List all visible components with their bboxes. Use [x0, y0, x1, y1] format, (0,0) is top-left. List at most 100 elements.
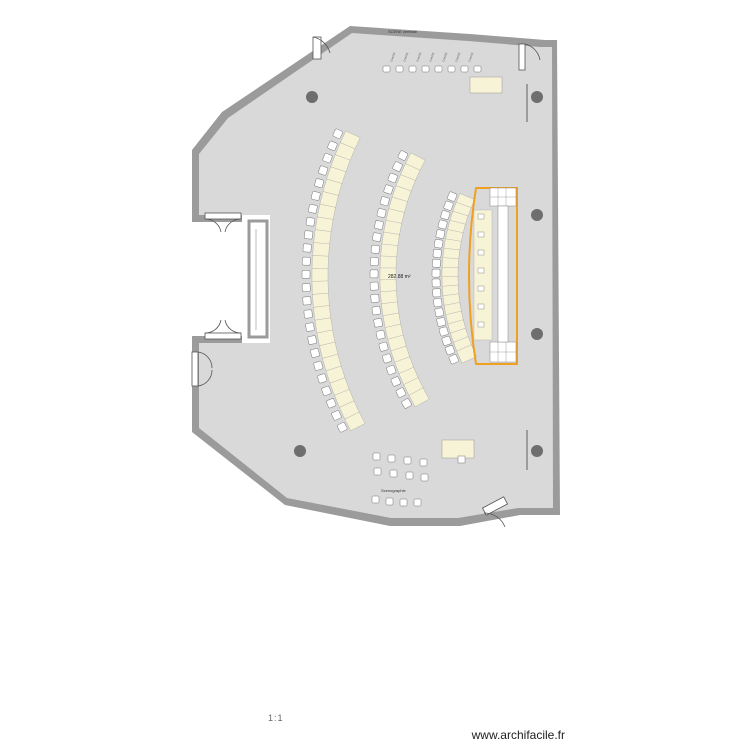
chair-icon	[301, 270, 311, 279]
chair-icon	[386, 365, 397, 376]
table-icon	[313, 229, 332, 245]
table-icon	[312, 242, 330, 258]
chair-icon	[443, 200, 454, 211]
door-icon[interactable]	[204, 212, 242, 233]
chair-icon	[434, 307, 444, 317]
chair-icon	[379, 196, 390, 207]
chair-icon	[305, 322, 315, 332]
chair-icon	[369, 281, 379, 291]
chair-icon	[337, 422, 348, 433]
chair-icon	[440, 210, 451, 220]
chair-icon	[436, 317, 446, 327]
bottom-stage-group: Scenographie	[371, 439, 475, 507]
table-icon	[408, 387, 430, 408]
door-icon[interactable]	[518, 43, 541, 71]
chair-icon	[437, 219, 448, 230]
stage-label-top: SCENE centrale	[388, 29, 418, 34]
chair-icon	[397, 150, 408, 161]
chair-icon	[302, 243, 312, 253]
chair-icon	[371, 306, 381, 316]
door-icon[interactable]	[481, 496, 509, 528]
chair-icon	[327, 140, 338, 151]
chair-icon	[390, 376, 401, 387]
chair-icon	[395, 387, 407, 398]
pillar-icon	[294, 91, 543, 457]
svg-text:CHAISE: CHAISE	[454, 52, 461, 63]
chair-icon	[431, 278, 441, 288]
chair-icon	[431, 258, 441, 268]
chair-icon	[382, 353, 393, 364]
chair-icon	[378, 341, 389, 352]
chair-icon	[447, 191, 458, 202]
chair-icon	[376, 208, 387, 218]
chair-icon	[370, 257, 379, 266]
chair-icon	[433, 298, 443, 308]
chair-icon	[441, 335, 452, 346]
niche-wall	[247, 219, 269, 339]
door-icon[interactable]	[204, 319, 242, 340]
area-label: 282.88 m²	[388, 274, 411, 280]
stage-label-bottom: Scenographie	[381, 488, 406, 493]
table-icon	[311, 255, 329, 270]
chair-icon	[438, 326, 449, 337]
chair-icon	[314, 178, 325, 188]
top-stage-group: SCENE centrale CHAISE CHAISE CHAISE CHAI…	[382, 29, 503, 94]
chair-icon	[369, 269, 379, 279]
chair-icon	[387, 172, 398, 183]
chair-icon	[305, 217, 316, 227]
chair-icon	[310, 348, 320, 358]
chair-icon	[301, 283, 311, 292]
chair-icon	[317, 373, 327, 384]
scale-label: 1:1	[268, 713, 284, 723]
watermark: www.archifacile.fr	[471, 728, 565, 742]
chair-icon	[444, 345, 455, 356]
seating-rows	[301, 128, 477, 433]
svg-text:CHAISE: CHAISE	[402, 52, 409, 63]
table-icon	[379, 255, 397, 270]
chair-icon	[370, 244, 380, 254]
chair-icon	[303, 309, 313, 319]
table-icon	[311, 268, 329, 282]
chair-icon	[308, 204, 318, 214]
top-chair-labels: CHAISE CHAISE CHAISE CHAISE CHAISE CHAIS…	[389, 52, 474, 63]
top-chairs	[382, 65, 482, 73]
svg-text:CHAISE: CHAISE	[467, 52, 474, 63]
chair-icon	[432, 248, 442, 258]
svg-text:CHAISE: CHAISE	[428, 52, 435, 63]
door-icon[interactable]	[191, 351, 213, 387]
chair-icon	[307, 335, 317, 345]
chair-icon	[318, 165, 329, 176]
table-icon	[312, 292, 330, 308]
chair-icon	[370, 293, 380, 303]
svg-text:CHAISE: CHAISE	[441, 52, 448, 63]
chair-icon	[301, 256, 311, 266]
svg-text:CHAISE: CHAISE	[389, 52, 396, 63]
chair-icon	[322, 153, 333, 164]
chair-icon	[304, 230, 314, 240]
chair-icon	[332, 128, 343, 139]
chair-icon	[435, 229, 446, 239]
chair-icon	[392, 161, 403, 172]
chair-icon	[431, 268, 441, 278]
chair-icon	[433, 239, 444, 249]
table-icon	[311, 280, 329, 295]
chair-icon	[313, 360, 324, 371]
chair-icon	[383, 184, 394, 195]
table-icon	[344, 411, 366, 432]
door-icon[interactable]	[312, 36, 331, 60]
chair-icon	[372, 232, 382, 242]
chair-icon	[401, 398, 412, 409]
chair-icon	[326, 398, 337, 409]
table-icon	[441, 439, 475, 459]
chair-icon	[302, 296, 312, 306]
chair-icon	[432, 288, 442, 298]
right-stage	[468, 187, 518, 365]
chair-icon	[373, 318, 383, 328]
svg-text:CHAISE: CHAISE	[415, 52, 422, 63]
chair-icon	[331, 410, 342, 421]
chair-icon	[310, 191, 321, 201]
chair-icon	[374, 220, 384, 230]
chair-icon	[375, 330, 386, 340]
chair-icon	[321, 385, 332, 396]
